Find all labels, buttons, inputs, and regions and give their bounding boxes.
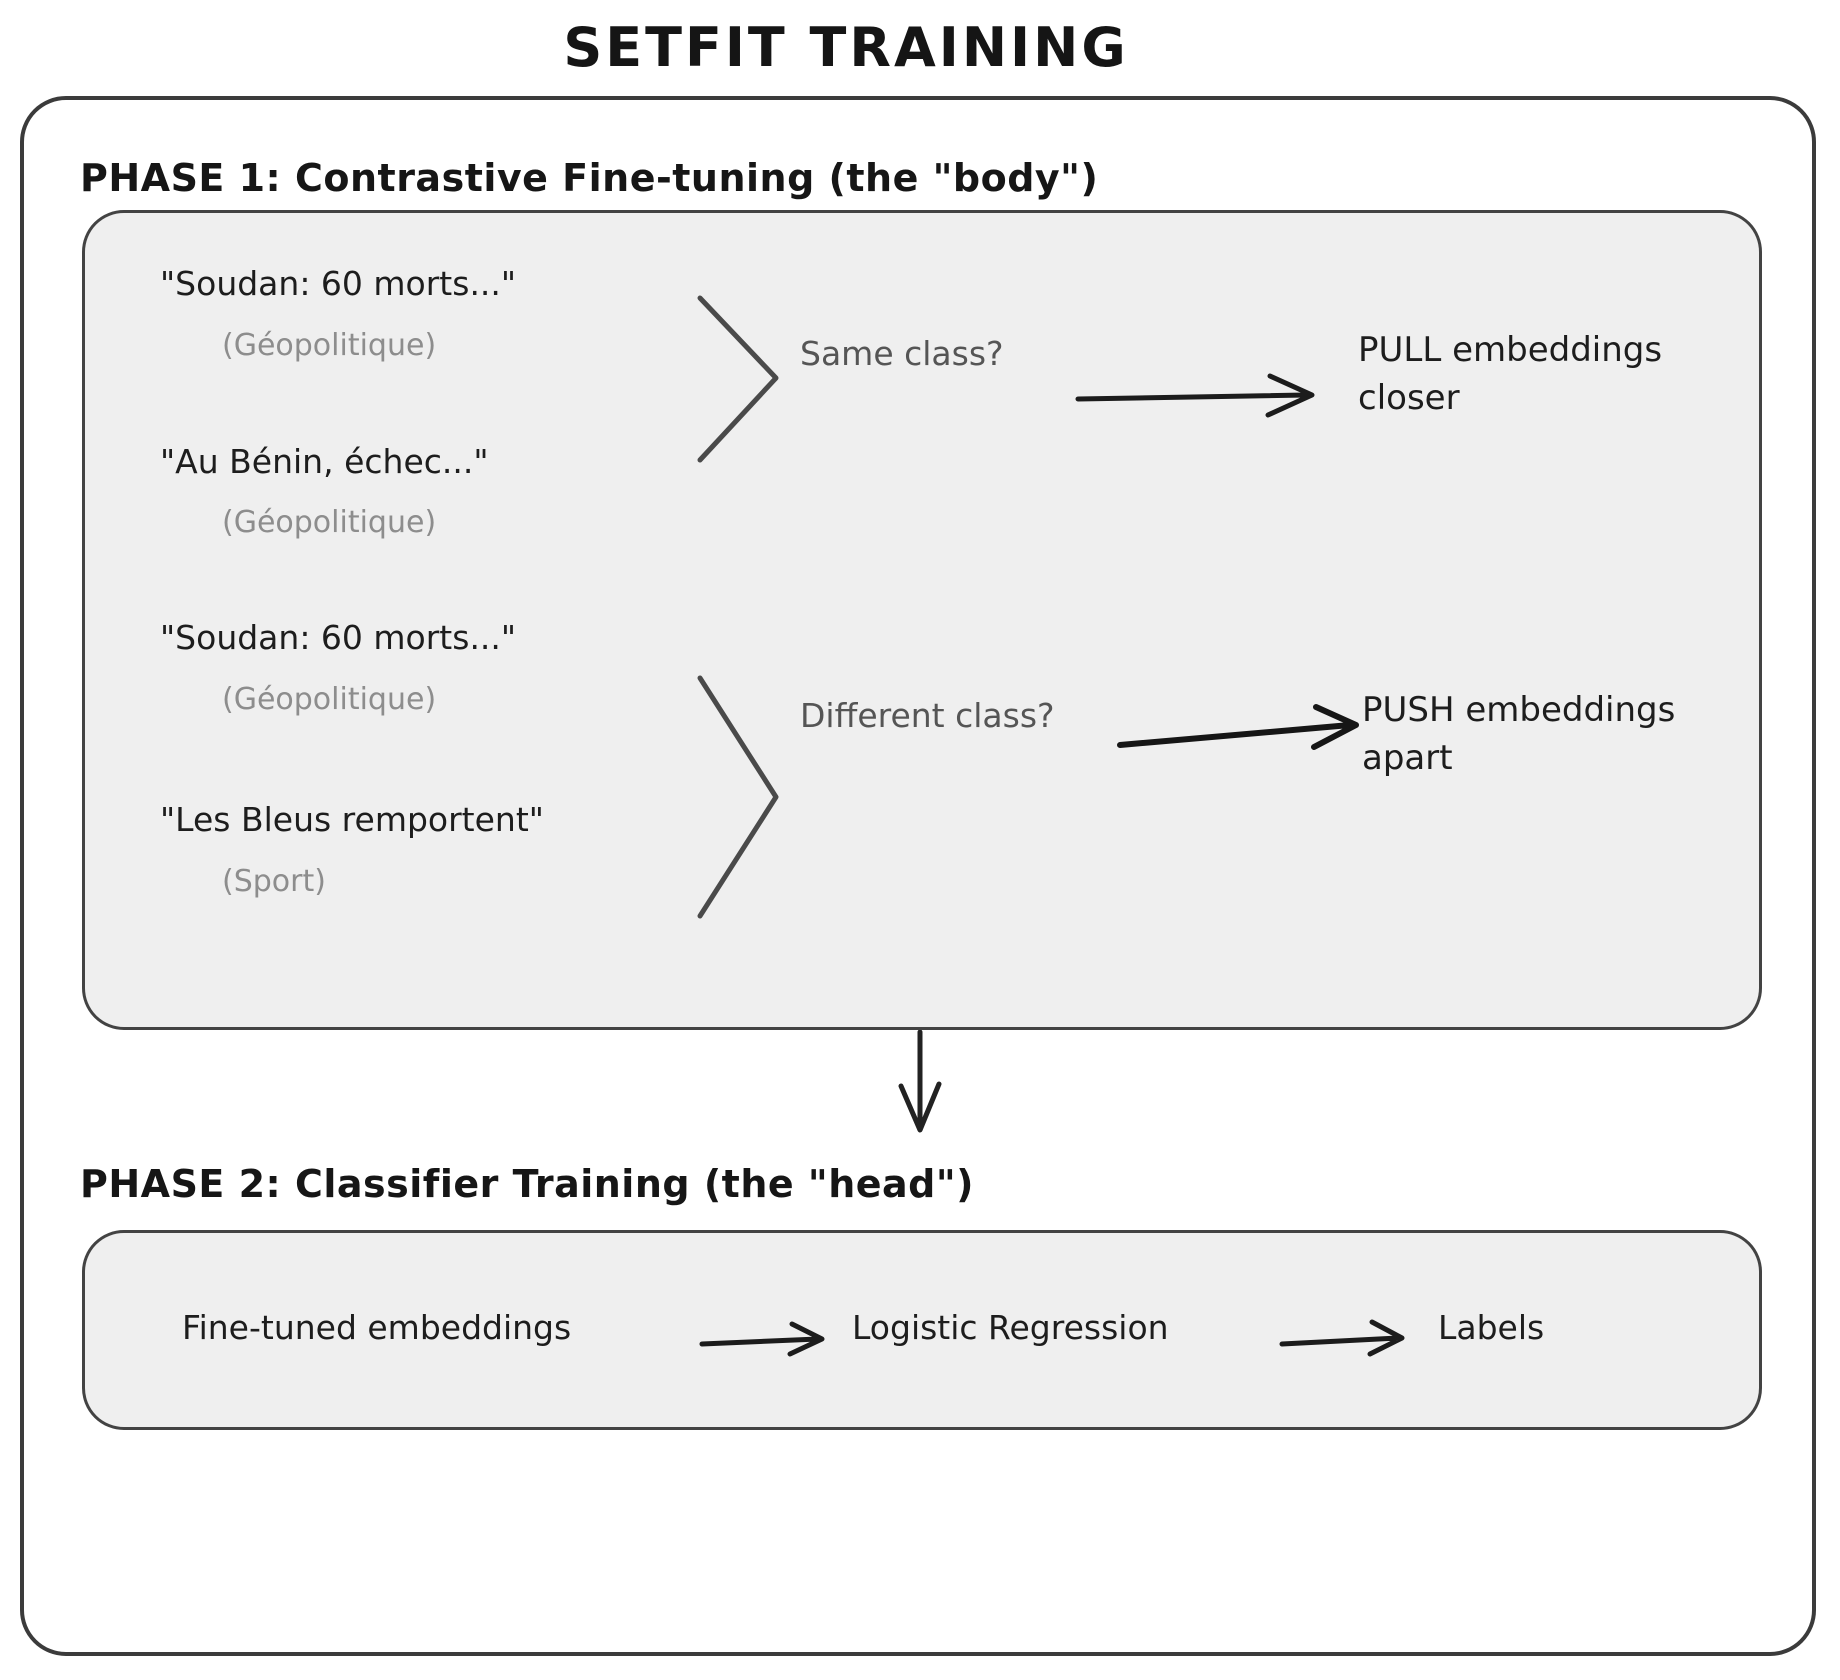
pair2-doc2-category: (Sport) bbox=[222, 864, 326, 899]
arrow-down-icon bbox=[898, 1030, 942, 1133]
pair2-doc1-category: (Géopolitique) bbox=[222, 682, 437, 717]
pair1-doc1-category: (Géopolitique) bbox=[222, 328, 437, 363]
pair1-doc2-text: "Au Bénin, échec..." bbox=[160, 442, 489, 481]
pair2-action: PUSH embeddings apart bbox=[1362, 690, 1676, 779]
phase1-panel bbox=[82, 210, 1762, 1030]
arrow-right-icon bbox=[1075, 373, 1315, 418]
phase1-heading: PHASE 1: Contrastive Fine-tuning (the "b… bbox=[80, 156, 1099, 200]
pair1-action: PULL embeddings closer bbox=[1358, 330, 1663, 419]
chevron-right-icon bbox=[697, 675, 779, 919]
arrow-right-icon bbox=[699, 1321, 825, 1357]
pair1-question: Same class? bbox=[800, 334, 1004, 373]
pair1-doc2-category: (Géopolitique) bbox=[222, 505, 437, 540]
pair1-doc1-text: "Soudan: 60 morts..." bbox=[160, 264, 517, 303]
diagram-title: SETFIT TRAINING bbox=[563, 16, 1129, 79]
flow-step-classifier: Logistic Regression bbox=[852, 1308, 1169, 1347]
pair2-doc1-text: "Soudan: 60 morts..." bbox=[160, 618, 517, 657]
arrow-right-icon bbox=[1117, 704, 1359, 750]
flow-step-labels: Labels bbox=[1438, 1308, 1545, 1347]
pair2-doc2-text: "Les Bleus remportent" bbox=[160, 800, 544, 839]
flow-step-embeddings: Fine-tuned embeddings bbox=[182, 1308, 572, 1347]
phase2-panel bbox=[82, 1230, 1762, 1430]
pair2-question: Different class? bbox=[800, 696, 1055, 735]
chevron-right-icon bbox=[697, 295, 779, 463]
arrow-right-icon bbox=[1279, 1319, 1405, 1357]
phase2-heading: PHASE 2: Classifier Training (the "head"… bbox=[80, 1162, 975, 1206]
